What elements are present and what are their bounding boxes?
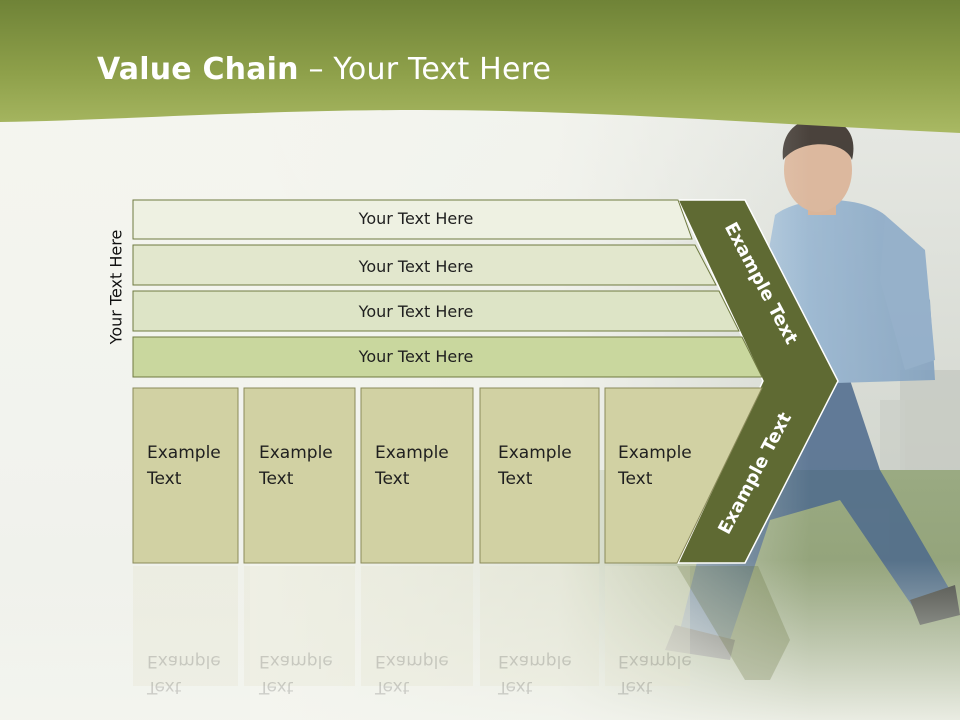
- box-2: Example Text: [243, 387, 356, 564]
- bar-row-1: Your Text Here: [132, 199, 693, 240]
- box-line1: Example: [375, 443, 449, 463]
- svg-text:Example: Example: [498, 651, 572, 671]
- svg-text:Text: Text: [258, 677, 294, 697]
- box-line2: Text: [497, 469, 533, 489]
- bar-row-4: Your Text Here: [132, 336, 763, 378]
- box-line1: Example: [618, 443, 692, 463]
- title-bold: Value Chain: [97, 52, 299, 87]
- svg-text:Example: Example: [375, 651, 449, 671]
- svg-text:Text: Text: [617, 677, 653, 697]
- box-3: Example Text: [360, 387, 474, 564]
- box-4: Example Text: [479, 387, 600, 564]
- box-line2: Text: [374, 469, 410, 489]
- box-5: Example Text: [604, 387, 763, 564]
- svg-text:Text: Text: [374, 677, 410, 697]
- box-line2: Text: [617, 469, 653, 489]
- chevron-arrow: [676, 199, 839, 564]
- bar-label: Your Text Here: [358, 257, 474, 276]
- svg-text:Example: Example: [259, 651, 333, 671]
- svg-text:Example: Example: [618, 651, 692, 671]
- box-line1: Example: [498, 443, 572, 463]
- box-line1: Example: [147, 443, 221, 463]
- reflection: Example Text Example Text Example Text E…: [133, 566, 790, 697]
- bar-label: Your Text Here: [358, 347, 474, 366]
- bar-row-2: Your Text Here: [132, 244, 717, 286]
- slide-title: Value Chain – Your Text Here: [97, 52, 551, 87]
- box-line1: Example: [259, 443, 333, 463]
- box-line2: Text: [258, 469, 294, 489]
- box-1: Example Text: [132, 387, 239, 564]
- svg-text:Text: Text: [497, 677, 533, 697]
- bar-row-3: Your Text Here: [132, 290, 740, 332]
- svg-text:Example: Example: [147, 651, 221, 671]
- bar-label: Your Text Here: [358, 302, 474, 321]
- box-line2: Text: [146, 469, 182, 489]
- svg-text:Text: Text: [146, 677, 182, 697]
- bar-label: Your Text Here: [358, 209, 474, 228]
- title-rest: – Your Text Here: [298, 52, 552, 87]
